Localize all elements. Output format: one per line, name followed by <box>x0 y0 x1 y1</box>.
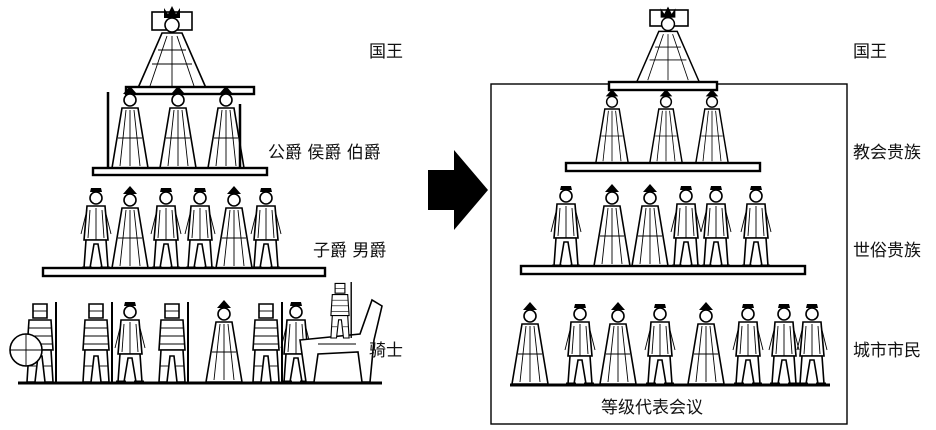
right-king-figure <box>635 5 701 83</box>
right-arrow-icon <box>428 150 488 230</box>
left-tier-label-viscounts: 子爵 男爵 <box>313 241 387 261</box>
left-plank-3 <box>41 266 327 278</box>
left-knights-figures <box>9 281 383 384</box>
right-plank-3 <box>519 264 807 276</box>
right-tier-label-clergy: 教会贵族 <box>853 143 921 163</box>
left-tier-label-king: 国王 <box>369 42 403 62</box>
right-tier-label-nobility: 世俗贵族 <box>853 241 921 261</box>
right-burghers-figures <box>511 301 829 386</box>
left-pyramid <box>9 5 383 385</box>
estates-general-caption: 等级代表会议 <box>601 398 703 418</box>
left-tier-label-knights: 骑士 <box>369 341 403 361</box>
left-king-figure <box>137 5 207 89</box>
right-clergy-figures <box>595 88 729 164</box>
right-plank-1 <box>607 80 719 92</box>
right-tier-label-king: 国王 <box>853 42 887 62</box>
right-plank-2 <box>564 161 762 173</box>
left-dukes-figures <box>106 85 245 169</box>
right-pyramid <box>490 5 848 425</box>
left-tier-label-dukes: 公爵 侯爵 伯爵 <box>268 143 381 163</box>
right-nobility-figures <box>549 183 773 268</box>
right-tier-label-burghers: 城市市民 <box>853 341 921 361</box>
left-plank-2 <box>91 166 269 177</box>
left-plank-1 <box>124 85 256 96</box>
left-viscounts-figures <box>79 185 283 270</box>
